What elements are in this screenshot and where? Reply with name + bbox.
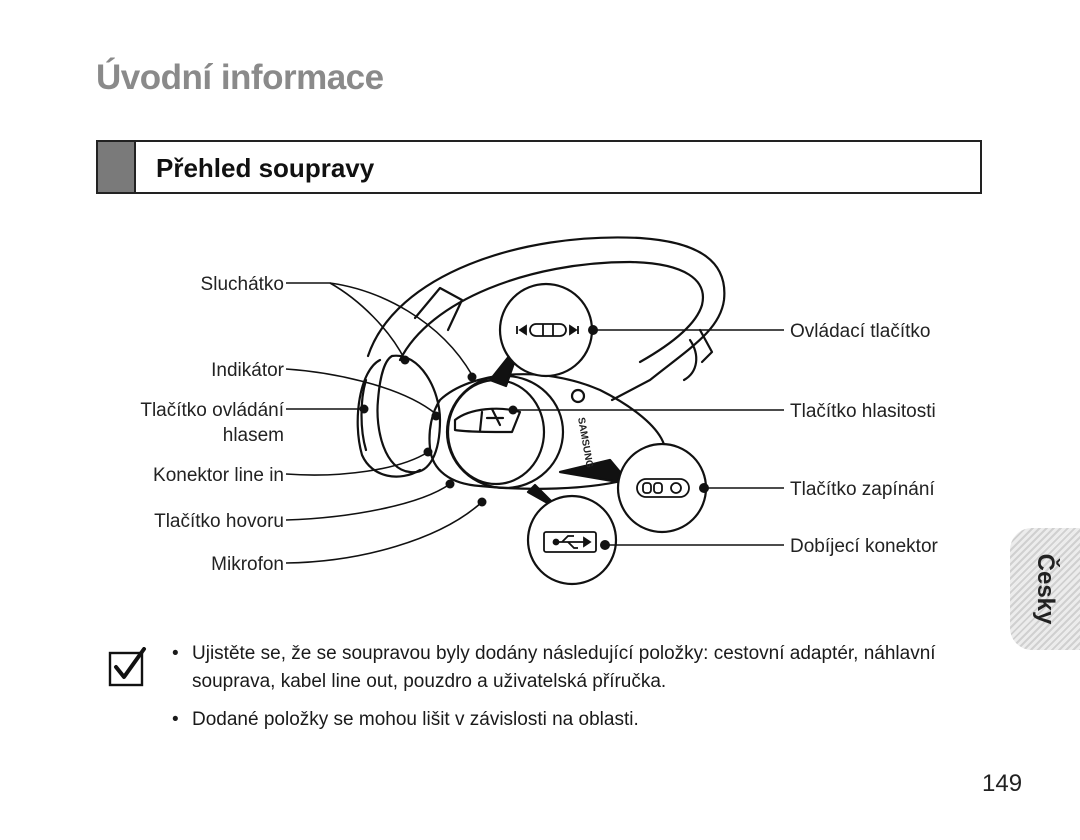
label-indikator: Indikátor — [211, 360, 285, 381]
note-item: Dodané položky se mohou lišit v závislos… — [172, 706, 972, 734]
headband — [366, 236, 726, 402]
label-sluchatko: Sluchátko — [201, 274, 284, 295]
usb-icon — [543, 531, 597, 553]
page-number: 149 — [982, 770, 1023, 797]
label-charging-connector: Dobíjecí konektor — [790, 536, 939, 557]
media-control-icon — [516, 323, 579, 337]
callout-usb-circle — [526, 494, 618, 586]
section-heading: Přehled soupravy — [156, 153, 375, 183]
label-power-button: Tlačítko zapínání — [790, 479, 935, 500]
page-title: Úvodní informace — [96, 58, 384, 97]
label-line-in: Konektor line in — [153, 465, 284, 486]
section-header-tab — [98, 142, 136, 192]
language-tab-label: Česky — [1032, 553, 1059, 625]
label-volume-button: Tlačítko hlasitosti — [790, 401, 936, 422]
label-call-button: Tlačítko hovoru — [154, 511, 284, 532]
language-tab: Česky — [1010, 528, 1080, 650]
note-item: Ujistěte se, že se soupravou byly dodány… — [172, 640, 972, 696]
ear-cushion — [356, 358, 422, 478]
section-header: Přehled soupravy — [96, 140, 982, 194]
power-switch-icon — [636, 478, 690, 498]
checkmark-note-icon — [108, 647, 146, 687]
label-control-button: Ovládací tlačítko — [790, 321, 930, 342]
label-voice-control-1: Tlačítko ovládání — [140, 400, 284, 421]
brand-text: SAMSUNG — [575, 417, 595, 469]
label-microphone: Mikrofon — [211, 554, 284, 575]
notes-list: Ujistěte se, že se soupravou byly dodány… — [172, 640, 972, 744]
label-voice-control-2: hlasem — [223, 425, 284, 446]
